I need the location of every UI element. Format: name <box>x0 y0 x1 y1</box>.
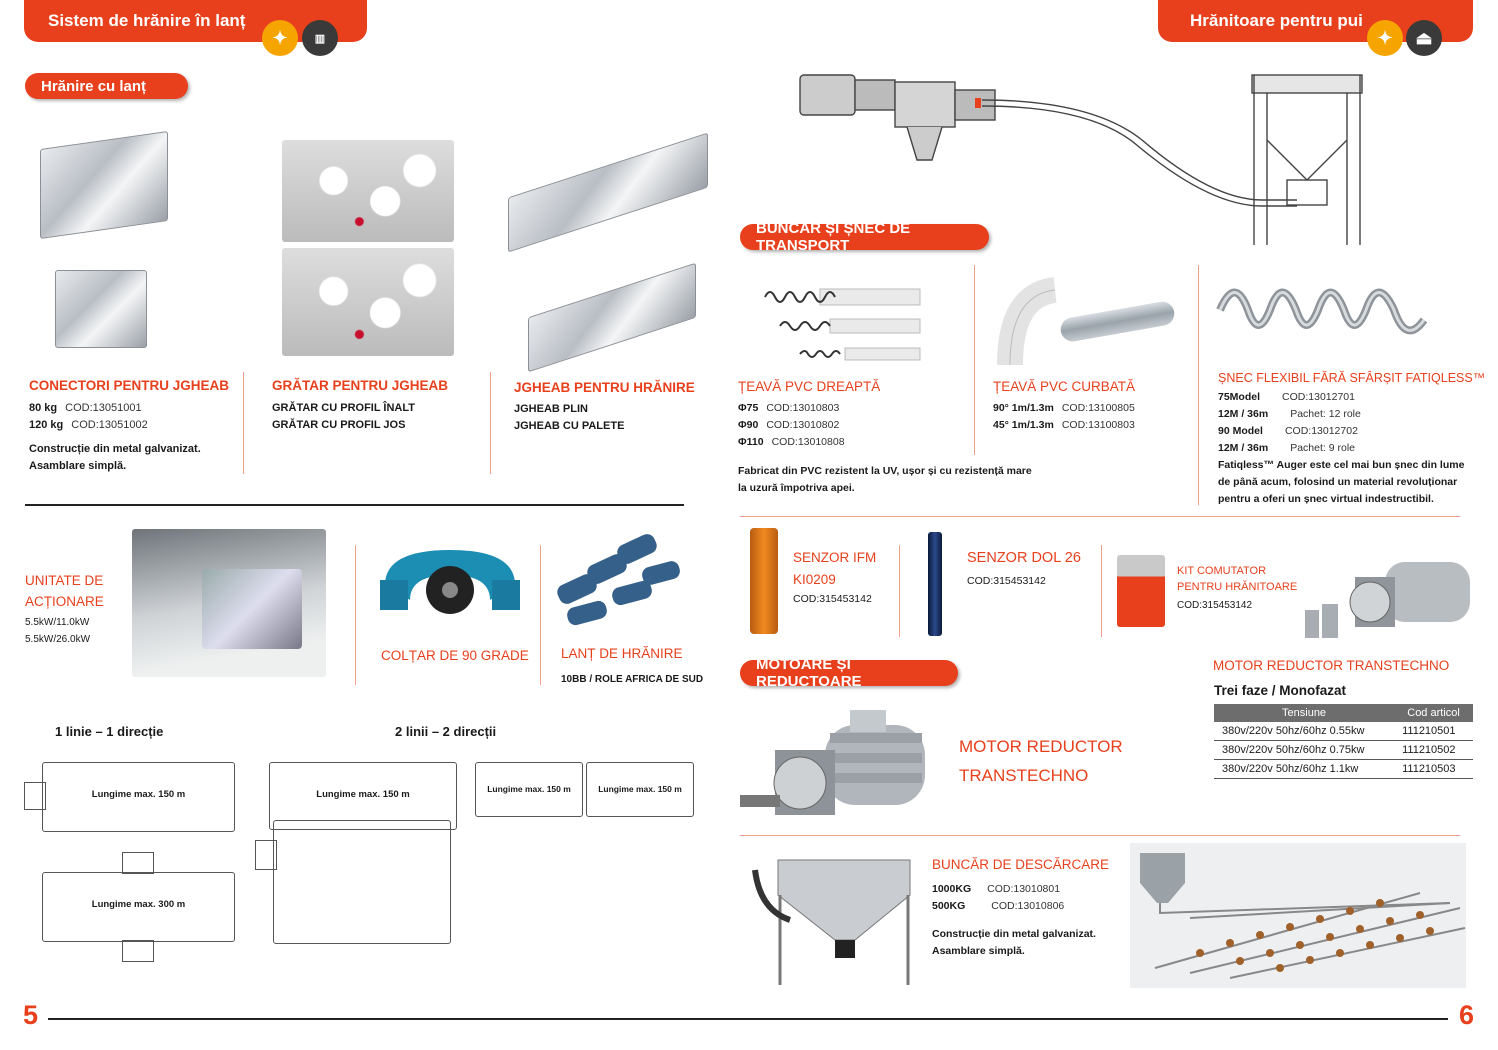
chain-subtitle: 10BB / ROLE AFRICA DE SUD <box>561 674 704 685</box>
divider <box>540 545 541 685</box>
diagram-loop-150-single: Lungime max. 150 m <box>42 762 235 832</box>
page-number-left: 5 <box>23 1000 39 1030</box>
trough-paddle-image <box>528 262 696 373</box>
grate-title: GRĂTAR PENTRU JGHEAB <box>272 378 449 393</box>
sensor2-title: SENZOR DOL 26 <box>967 550 1081 566</box>
section-motors: MOTOARE ȘI REDUCTOARE <box>740 656 958 690</box>
diagram-2-title: 2 linii – 2 direcții <box>395 724 497 739</box>
divider <box>974 265 975 455</box>
kit-code: COD:315453142 <box>1177 600 1253 611</box>
sensor-dol26-image <box>928 532 942 636</box>
motor-table-title: MOTOR REDUCTOR TRANSTECHNO <box>1213 658 1450 673</box>
drive-unit-photo <box>132 529 326 677</box>
divider <box>1101 545 1102 637</box>
trough-bracket-image <box>55 270 147 348</box>
footer-rule <box>48 1018 1448 1020</box>
drive-box <box>24 782 46 810</box>
pvc-description: Fabricat din PVC rezistent la UV, ușor ș… <box>738 465 1032 494</box>
grain-icon-right: ✦ <box>1367 20 1403 56</box>
page-number-right: 6 <box>1459 1000 1475 1030</box>
trough-plain-image <box>508 132 708 253</box>
motor-large-image <box>740 710 925 815</box>
pvc-straight-title: ȚEAVĂ PVC DREAPTĂ <box>738 379 881 394</box>
corner-title: COLȚAR DE 90 GRADE <box>381 648 529 663</box>
diagram-loop-150-d: Lungime max. 150 m <box>586 762 694 817</box>
sensor-ifm-image <box>750 528 778 634</box>
divider <box>355 545 356 685</box>
divider <box>899 545 900 637</box>
switch-kit-image <box>1117 555 1165 627</box>
sensor1-code: COD:315453142 <box>793 593 872 605</box>
corner-90-image <box>380 550 520 614</box>
discharge-hopper-image <box>752 859 911 985</box>
feeding-chain-image <box>557 534 680 626</box>
divider <box>243 372 244 474</box>
trough-title: JGHEAB PENTRU HRĂNIRE <box>514 380 695 395</box>
silo-conveyor-drawing <box>799 74 1363 245</box>
grain-icon: ✦ <box>262 20 298 56</box>
divider-h <box>740 516 1460 517</box>
motor-small-image <box>1305 562 1470 638</box>
header-left-title: Sistem de hrănire în lanț <box>48 11 246 30</box>
diagram-1-title: 1 linie – 1 direcție <box>55 724 164 739</box>
drive-box <box>255 840 277 870</box>
drive-box <box>122 852 154 874</box>
motor-table-subtitle: Trei faze / Monofazat <box>1214 683 1347 698</box>
pvc-curved-image <box>997 277 1175 366</box>
auger-title: ȘNEC FLEXIBIL FĂRĂ SFÂRȘIT FATIQLESS™ <box>1218 371 1486 385</box>
divider-h <box>740 835 1460 836</box>
diagram-loop-150-a: Lungime max. 150 m <box>269 762 457 830</box>
divider <box>1198 265 1199 505</box>
flexible-auger-image <box>1216 288 1428 335</box>
diagram-loop-150-b <box>273 820 451 944</box>
feeder-layout-render <box>1130 843 1466 988</box>
pvc-curved-title: ȚEAVĂ PVC CURBATĂ <box>993 379 1136 394</box>
header-tab-right: Hrănitoare pentru pui <box>1158 0 1473 42</box>
header-tab-left: Sistem de hrănire în lanț <box>24 0 367 42</box>
connectors-title: CONECTORI PENTRU JGHEAB <box>29 378 230 393</box>
grate-photo-bottom <box>282 248 454 356</box>
sensor2-code: COD:315453142 <box>967 575 1046 587</box>
section-hopper-auger: BUNCĂR ȘI ȘNEC DE TRANSPORT <box>740 220 989 254</box>
diagram-loop-300: Lungime max. 300 m <box>42 872 235 942</box>
feeder-pan-icon: ⏏ <box>1406 20 1442 56</box>
header-right-title: Hrănitoare pentru pui <box>1190 11 1363 30</box>
feeder-line-icon: ▥ <box>302 20 338 56</box>
divider <box>490 372 491 474</box>
trough-connector-image <box>40 131 168 239</box>
discharge-title: BUNCĂR DE DESCĂRCARE <box>932 857 1110 872</box>
section-chain-feeding: Hrănire cu lanț <box>25 73 188 99</box>
section-rule <box>25 504 684 506</box>
grate-photo-top <box>282 140 454 242</box>
diagram-loop-150-c: Lungime max. 150 m <box>475 762 583 817</box>
chain-title: LANȚ DE HRĂNIRE <box>561 646 683 661</box>
drive-box <box>122 940 154 962</box>
pvc-straight-image <box>764 288 921 361</box>
